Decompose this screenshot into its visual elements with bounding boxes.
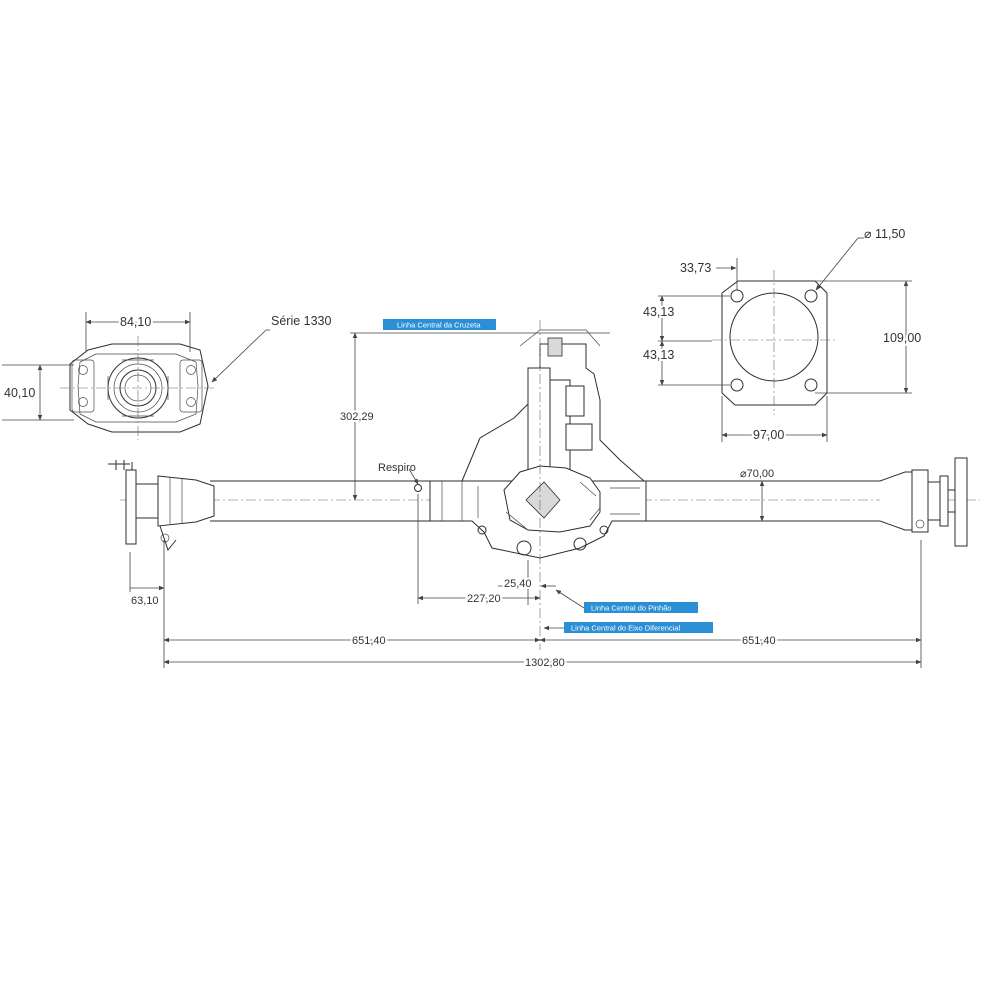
tag-crosshead-center-box [383,319,496,330]
right-flange-offset-dimension: 33,73 [680,258,738,290]
left-flange-width-text: 84,10 [120,315,151,329]
tag-pinion-center-box [584,602,698,613]
tag-pinion-center: Linha Central do Pinhão [555,589,698,613]
pinion-offset-text: 25,40 [504,578,532,590]
crosshead-height-text: 302,29 [340,411,374,423]
crosshead-height-dimension: 302,29 [338,332,376,501]
right-flange-hole-diameter-callout: ⌀ 11,50 [815,227,905,291]
left-flange-height-dimension: 40,10 [2,364,74,421]
tag-diff-axle-center-box [564,622,713,633]
flange-offset-dimension: 63,10 [129,552,165,607]
tube-diameter-dimension: ⌀70,00 [740,468,774,522]
right-flange-height-dimension: 109,00 [815,280,923,394]
tag-crosshead-center: Linha Central da Cruzeta [383,319,496,330]
half-length-dimensions: 651,40 651,40 [163,540,922,668]
crosshead-center-line [350,320,610,650]
right-flange-offset-text: 33,73 [680,261,711,275]
half-length-left-text: 651,40 [352,635,386,647]
left-flange-height-text: 40,10 [4,386,35,400]
right-flange-width-text: 97,00 [753,428,784,442]
tube-diameter-text: ⌀70,00 [740,468,774,480]
flange-offset-text: 63,10 [131,595,159,607]
series-callout: Série 1330 [211,314,332,383]
tag-diff-axle-center: Linha Central do Eixo Diferencial [543,622,713,633]
total-length-dimension: 1302,80 [163,655,922,671]
breather-distance-dimension: 227,20 [417,494,541,607]
pinion-offset-dimension: 25,40 [498,560,556,605]
breather-distance-text: 227,20 [467,593,501,605]
tag-diff-axle-center-text: Linha Central do Eixo Diferencial [571,624,681,633]
half-length-right-text: 651,40 [742,635,776,647]
right-flange-hole-spacing-top-text: 43,13 [643,305,674,319]
axle-assembly [108,329,980,559]
tag-crosshead-center-text: Linha Central da Cruzeta [397,321,481,330]
total-length-text: 1302,80 [525,657,565,669]
right-flange-hole-spacing-dimension: 43,13 43,13 [641,295,730,386]
tag-pinion-center-text: Linha Central do Pinhão [591,604,671,613]
right-flange-width-dimension: 97,00 [721,396,828,444]
breather-callout: Respiro [378,462,419,485]
left-flange-width-dimension: 84,10 [85,312,191,352]
breather-label: Respiro [378,462,416,474]
left-flange-view [60,336,215,440]
series-label: Série 1330 [271,314,332,328]
right-flange-hole-spacing-bottom-text: 43,13 [643,348,674,362]
right-flange-hole-diameter-text: ⌀ 11,50 [864,227,905,241]
right-flange-height-text: 109,00 [883,331,921,345]
